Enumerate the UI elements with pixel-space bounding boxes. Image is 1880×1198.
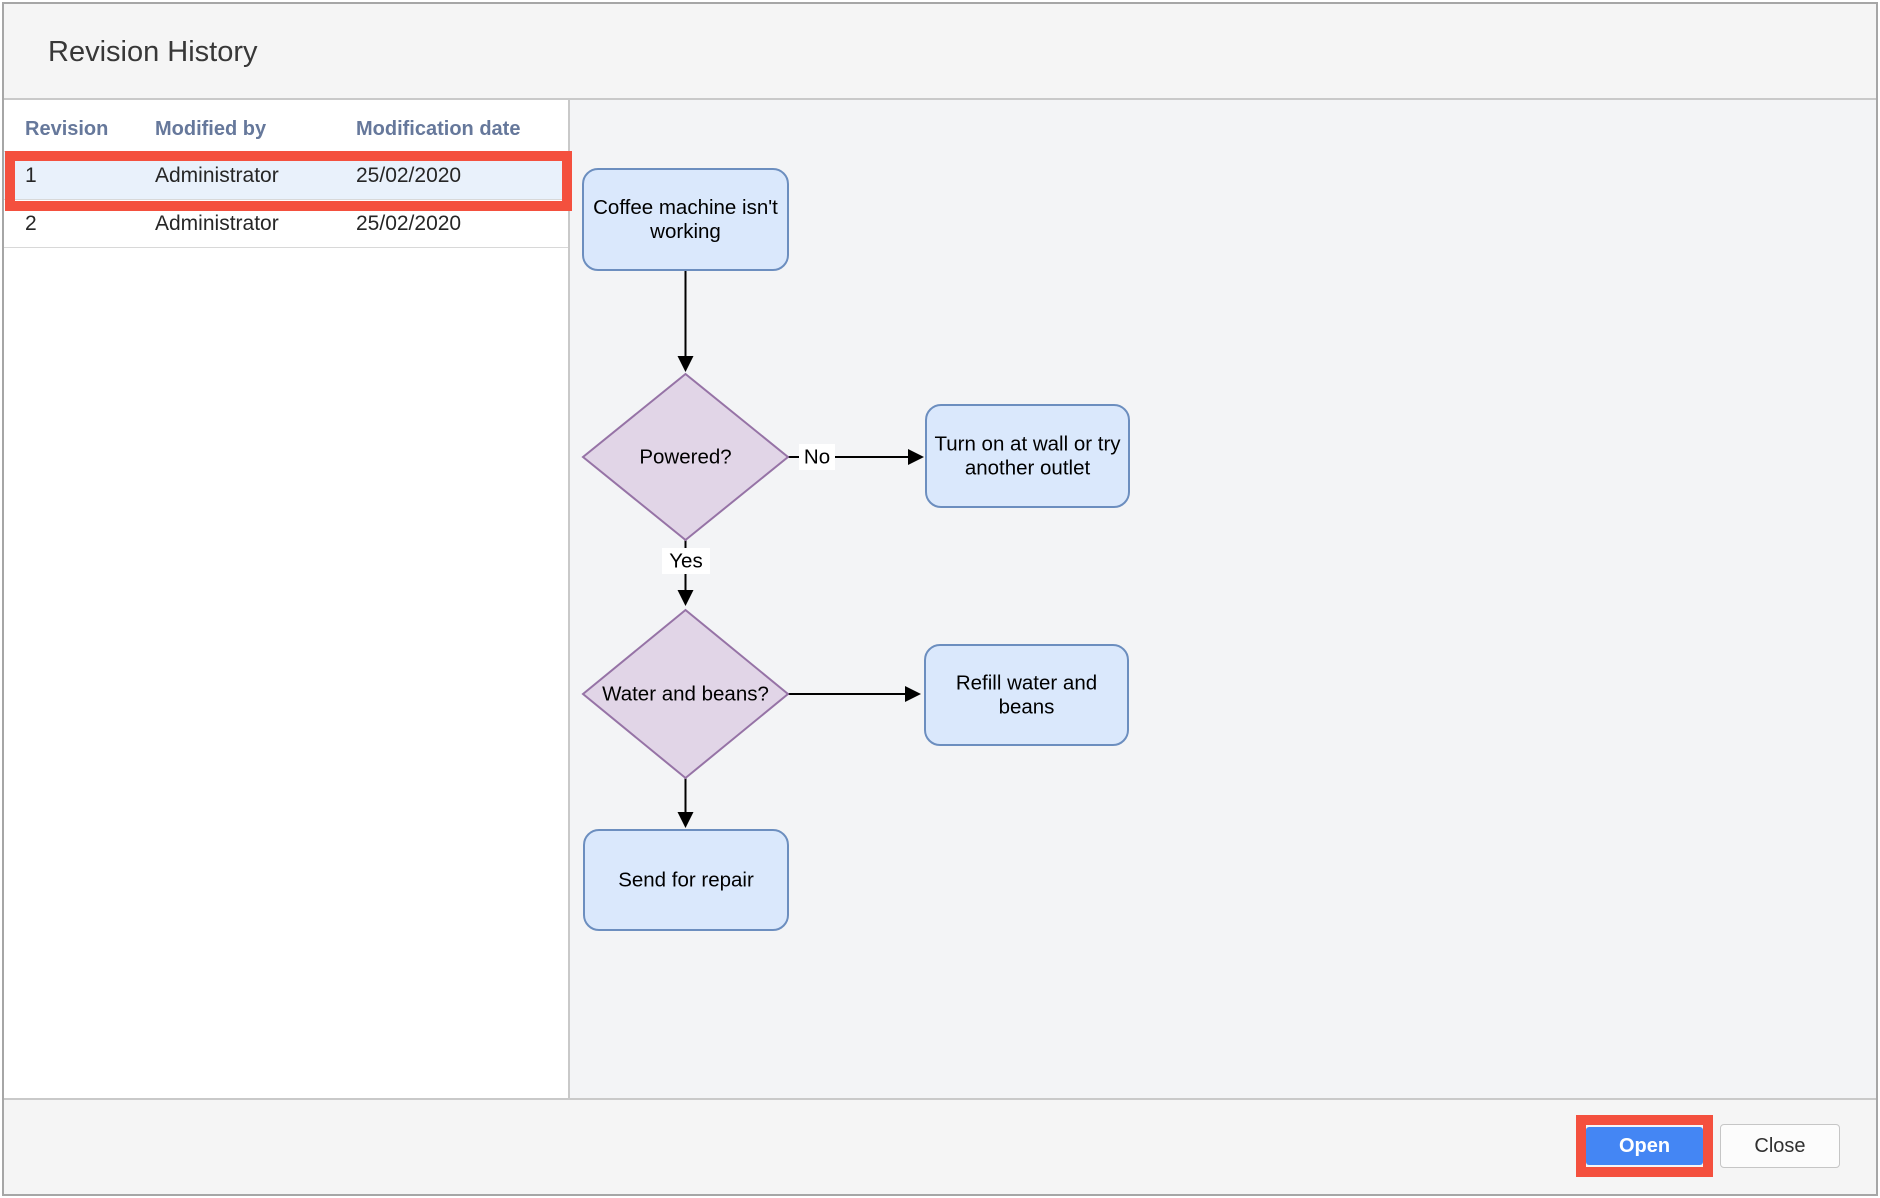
flowchart-svg: Coffee machine isn'tworkingPowered? Turn … bbox=[570, 100, 1876, 1102]
flowchart-node-label: working bbox=[649, 220, 721, 243]
flowchart-node-label: another outlet bbox=[965, 457, 1091, 480]
revision-row-2[interactable]: 2 Administrator 25/02/2020 bbox=[4, 200, 568, 248]
open-button[interactable]: Open bbox=[1586, 1127, 1703, 1165]
revision-table: Revision Modified by Modification date 1… bbox=[4, 100, 570, 1102]
revision-row-1[interactable]: 1 Administrator 25/02/2020 bbox=[4, 152, 568, 200]
flowchart-node-label: Send for repair bbox=[618, 869, 754, 892]
column-header-modification-date: Modification date bbox=[335, 118, 568, 141]
dialog-header: Revision History bbox=[4, 4, 1876, 100]
diagram-preview: Coffee machine isn'tworkingPowered? Turn … bbox=[570, 100, 1876, 1102]
column-header-modified-by: Modified by bbox=[134, 118, 335, 141]
close-button[interactable]: Close bbox=[1720, 1124, 1840, 1168]
table-header-row: Revision Modified by Modification date bbox=[4, 100, 568, 152]
cell-modified-by: Administrator bbox=[134, 164, 335, 188]
flowchart-node-label: Water and beans? bbox=[602, 683, 769, 706]
flowchart-node-label: Refill water and bbox=[956, 672, 1097, 695]
flowchart-node-label: Powered? bbox=[639, 446, 731, 469]
cell-revision: 2 bbox=[4, 212, 134, 236]
flowchart-node-label: Coffee machine isn't bbox=[593, 196, 778, 219]
flowchart-node-label: beans bbox=[999, 696, 1055, 719]
cell-modified-by: Administrator bbox=[134, 212, 335, 236]
flowchart-edge-label: Yes bbox=[669, 550, 702, 573]
cell-modification-date: 25/02/2020 bbox=[335, 212, 568, 236]
flowchart-edge-label: No bbox=[804, 446, 830, 469]
column-header-revision: Revision bbox=[4, 118, 134, 141]
cell-revision: 1 bbox=[4, 164, 134, 188]
flowchart-node-label: Turn on at wall or try bbox=[934, 433, 1121, 456]
cell-modification-date: 25/02/2020 bbox=[335, 164, 568, 188]
dialog-title: Revision History bbox=[48, 36, 258, 69]
